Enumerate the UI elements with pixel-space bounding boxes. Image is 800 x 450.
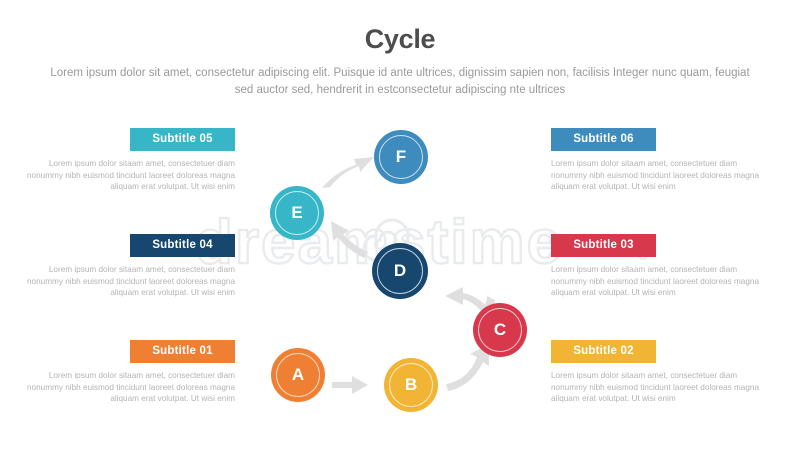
side-block-subtitle-02: Subtitle 02 Lorem ipsum dolor sitaam amet… [551,340,764,405]
cycle-node-label: E [291,203,303,222]
cycle-node-d[interactable]: D [372,243,428,299]
cycle-node-f[interactable]: F [374,130,428,184]
page-title: Cycle [364,24,436,54]
cycle-node-label: C [493,320,507,339]
arrow-d-to-e [331,221,368,258]
header: Cycle Lorem ipsum dolor sit amet, consec… [0,22,800,99]
arrow-e-to-f [322,157,374,188]
side-block-description: Lorem ipsum dolor sitaam amet, consectet… [27,265,235,297]
cycle-node-label: D [393,261,407,280]
cycle-node-label: A [291,365,305,384]
side-block-subtitle-06: Subtitle 06 Lorem ipsum dolor sitaam amet… [551,128,764,193]
badge-row: Subtitle 06 [551,128,764,151]
badge-row: Subtitle 01 [22,340,235,363]
subtitle-badge[interactable]: Subtitle 03 [551,234,656,257]
cycle-node-a[interactable]: A [271,348,325,402]
subtitle-badge[interactable]: Subtitle 02 [551,340,656,363]
subtitle-badge[interactable]: Subtitle 04 [130,234,235,257]
page-subtitle: Lorem ipsum dolor sit amet, consectetur … [50,67,750,96]
side-block-subtitle-03: Subtitle 03 Lorem ipsum dolor sitaam amet… [551,234,764,299]
badge-row: Subtitle 04 [22,234,235,257]
side-block-subtitle-05: Subtitle 05 Lorem ipsum dolor sitaam amet… [22,128,235,193]
side-block-subtitle-01: Subtitle 01 Lorem ipsum dolor sitaam amet… [22,340,235,405]
subtitle-badge[interactable]: Subtitle 01 [130,340,235,363]
cycle-node-label: B [404,375,418,394]
badge-row: Subtitle 02 [551,340,764,363]
side-block-description: Lorem ipsum dolor sitaam amet, consectet… [551,265,759,297]
arrow-a-to-b [332,376,368,394]
cycle-node-e[interactable]: E [270,186,324,240]
side-block-description: Lorem ipsum dolor sitaam amet, consectet… [27,371,235,403]
subtitle-badge[interactable]: Subtitle 05 [130,128,235,151]
cycle-node-b[interactable]: B [384,358,438,412]
side-block-description: Lorem ipsum dolor sitaam amet, consectet… [551,371,759,403]
side-block-description: Lorem ipsum dolor sitaam amet, consectet… [27,159,235,191]
badge-row: Subtitle 03 [551,234,764,257]
side-block-description: Lorem ipsum dolor sitaam amet, consectet… [551,159,759,191]
badge-row: Subtitle 05 [22,128,235,151]
subtitle-badge[interactable]: Subtitle 06 [551,128,656,151]
cycle-node-label: F [395,147,407,166]
cycle-node-c[interactable]: C [473,303,527,357]
side-block-subtitle-04: Subtitle 04 Lorem ipsum dolor sitaam amet… [22,234,235,299]
